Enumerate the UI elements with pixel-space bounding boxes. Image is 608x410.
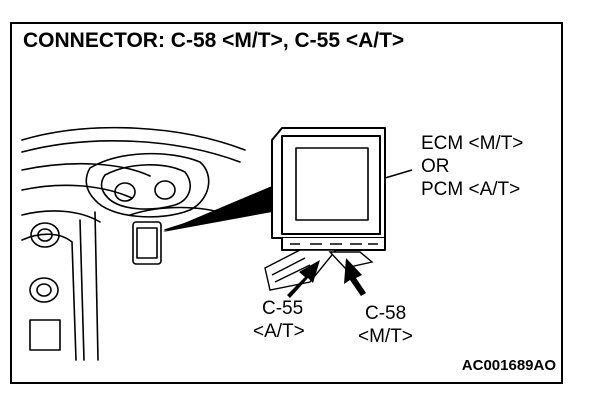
c58-label-line1: C-58 [365, 303, 407, 324]
figure-code: AC001689AO [461, 357, 556, 374]
ecm-label-line2: OR [421, 156, 450, 177]
ecm-label-line1: ECM <M/T> [421, 133, 524, 154]
c58-arrow [344, 258, 366, 296]
c55-label-line1: C-55 [262, 298, 304, 319]
diagram-title: CONNECTOR: C-58 <M/T>, C-55 <A/T> [23, 29, 405, 52]
ecm-unit [271, 127, 386, 251]
c55-arrow [287, 260, 320, 298]
c55-label-line2: <A/T> [253, 321, 305, 342]
c58-label-line2: <M/T> [358, 326, 413, 347]
ecm-label-line3: PCM <A/T> [421, 179, 521, 200]
harness [264, 249, 374, 291]
dashboard-drawing [21, 126, 246, 361]
pointer-wedge [163, 186, 272, 232]
ecm-leader-line [384, 169, 413, 179]
diagram-frame [10, 22, 563, 384]
